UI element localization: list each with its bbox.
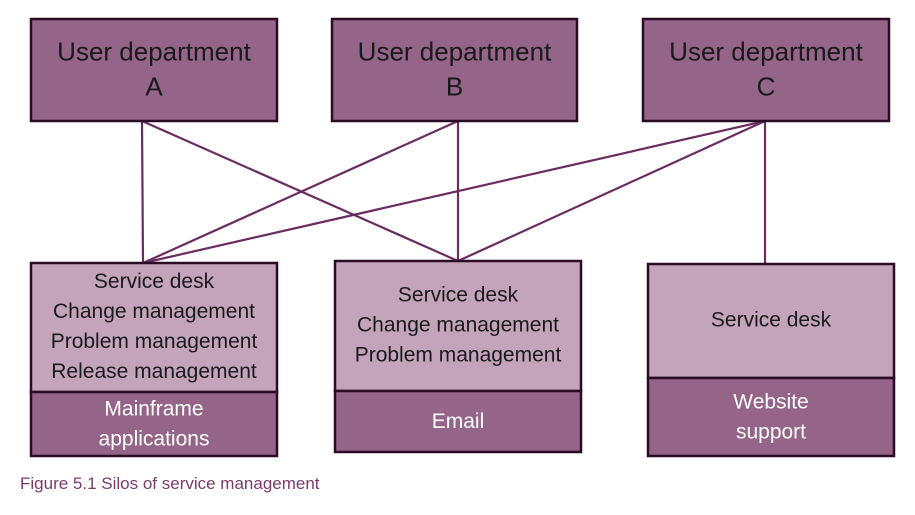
figure-caption: Figure 5.1 Silos of service management [20,474,320,493]
department-label-user-department: User department [669,37,863,67]
service-box [646,376,896,458]
process-label-change-management: Change management [357,314,559,337]
department-label-c: C [757,72,776,102]
service-label-mainframe: Mainframe [104,398,203,421]
department-label-a: A [145,72,163,102]
department-rect [330,17,579,123]
connector-lines [140,119,767,265]
service-label-website: Website [733,391,808,414]
process-box [333,259,583,393]
service-label-support: support [736,421,806,444]
process-box [646,262,896,380]
department-rect [641,17,891,123]
service-label-applications: applications [99,428,210,451]
process-box [29,261,279,394]
process-label-problem-management: Problem management [51,330,258,353]
connector-b-to-mainframe [142,119,459,265]
process-label-problem-management: Problem management [355,344,562,367]
department-rect [29,17,279,123]
process-label-service-desk: Service desk [398,284,519,307]
service-box [333,389,583,454]
department-label-user-department: User department [358,37,552,67]
connector-a-to-email [141,119,459,263]
service-box [29,390,279,458]
connector-a-to-mainframe [140,120,145,264]
service-label-email: Email [432,410,485,433]
process-label-release-management: Release management [51,360,257,383]
connector-c-to-email [457,119,766,263]
connector-c-to-mainframe [142,119,766,265]
process-label-change-management: Change management [53,300,255,323]
process-label-service-desk: Service desk [711,309,832,332]
process-label-service-desk: Service desk [94,270,215,293]
department-label-b: B [446,72,463,102]
department-label-user-department: User department [57,37,251,67]
